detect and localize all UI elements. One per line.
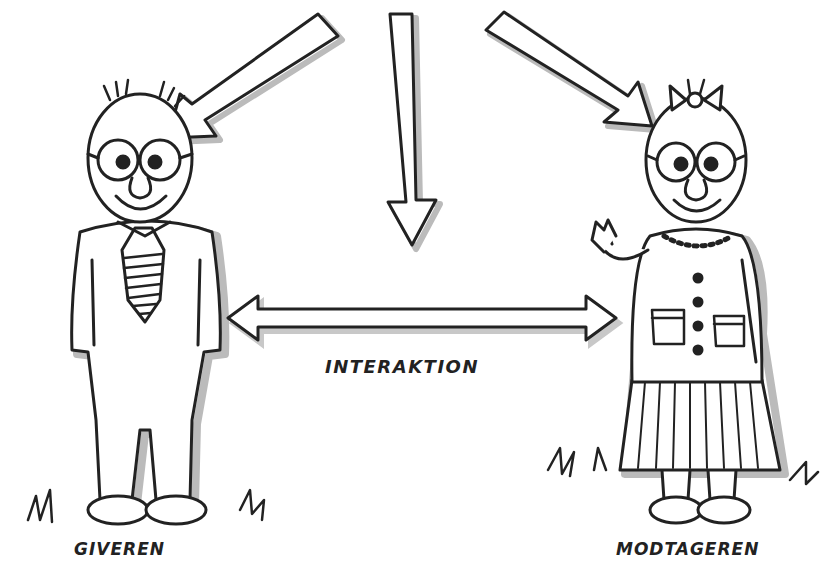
arrow-outline — [228, 296, 616, 340]
button — [694, 322, 702, 330]
giver-figure — [28, 80, 264, 524]
button — [694, 274, 702, 282]
hair — [688, 80, 704, 94]
nose — [685, 180, 706, 200]
grass — [548, 448, 818, 484]
glass — [657, 143, 695, 181]
interaction-arrow — [228, 296, 620, 345]
button — [694, 298, 702, 306]
collar — [118, 222, 170, 236]
grass — [28, 490, 264, 522]
figure-label: MODTAGEREN — [616, 539, 826, 559]
giver-body — [72, 221, 221, 500]
figure-label: GIVEREN — [40, 539, 228, 559]
skirt — [620, 380, 780, 470]
arrow-left — [168, 14, 338, 138]
arrow-down — [388, 14, 436, 245]
nose — [130, 178, 151, 198]
arrow-right — [486, 12, 652, 126]
pocket — [652, 310, 684, 344]
glass — [697, 143, 735, 181]
blouse — [632, 229, 762, 382]
pupil — [675, 158, 687, 170]
glass — [98, 140, 138, 180]
bow — [670, 86, 722, 110]
tie-stripes — [124, 254, 163, 314]
button — [694, 346, 702, 354]
necklace — [664, 236, 732, 246]
legs — [662, 470, 736, 500]
glasses-arms — [88, 154, 192, 158]
pupil — [149, 156, 161, 168]
figure-node: GIVEREN — [40, 90, 228, 565]
shoe — [698, 497, 750, 523]
glasses-arms — [648, 156, 744, 160]
pupil — [117, 156, 129, 168]
shoe — [650, 497, 702, 523]
edge-label: INTERAKTION — [325, 356, 479, 377]
pupil — [705, 158, 717, 170]
shoe — [88, 496, 148, 524]
mouth — [116, 196, 166, 209]
shoe — [146, 496, 206, 524]
figure-node: MODTAGEREN — [616, 90, 826, 565]
pleats — [638, 382, 758, 468]
tie — [122, 228, 164, 322]
glass — [140, 140, 180, 180]
hair — [104, 80, 184, 106]
giver-head — [88, 94, 192, 222]
pocket — [714, 316, 744, 346]
top-arrows — [168, 12, 656, 249]
mouth — [674, 200, 720, 211]
hand — [592, 220, 616, 252]
receiver-head — [646, 98, 746, 222]
